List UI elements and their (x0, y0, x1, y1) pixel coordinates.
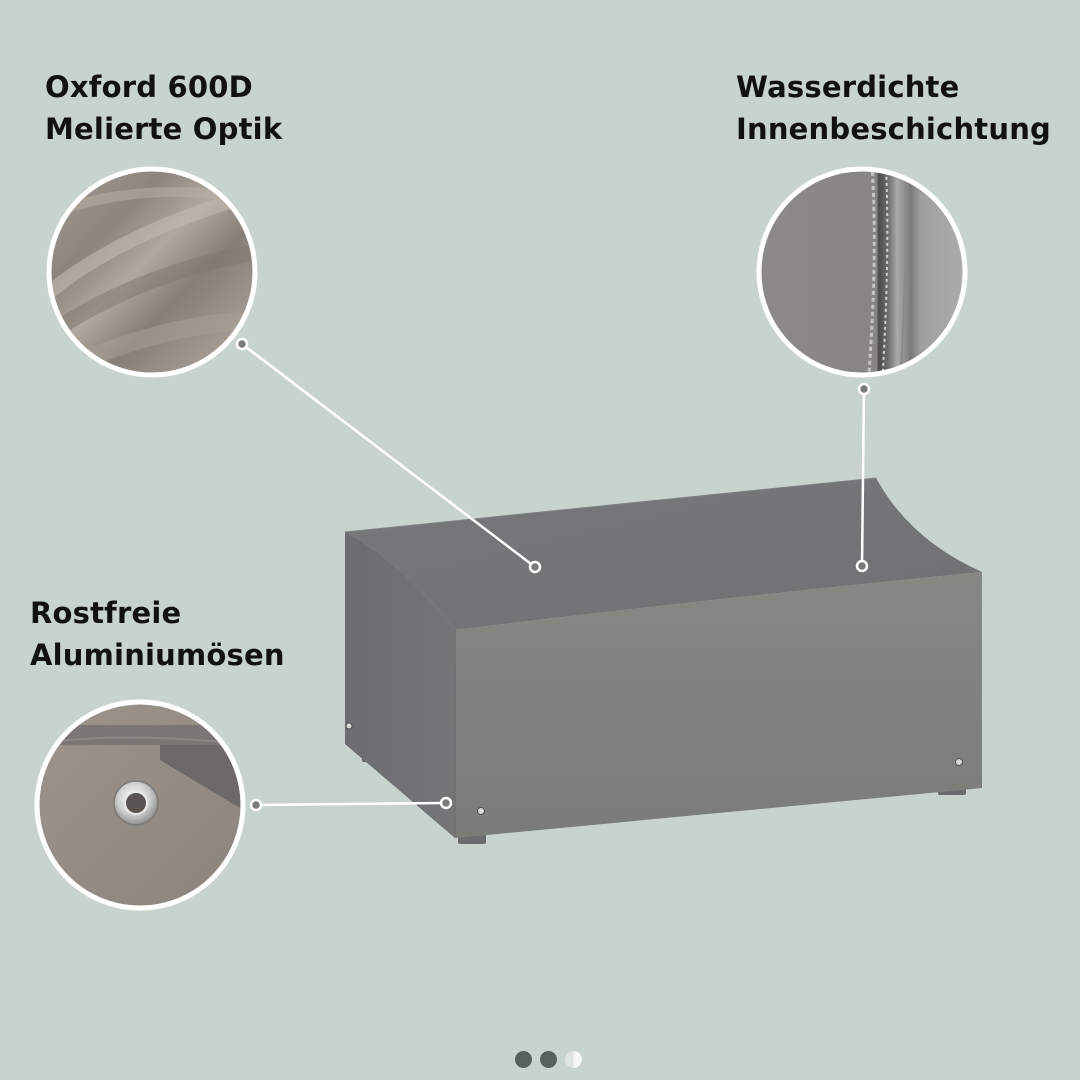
eyelet-callout-line (255, 801, 447, 807)
callout-lines (241, 343, 866, 807)
carousel-dot-2[interactable] (540, 1051, 557, 1068)
eyelet-target-dot (439, 796, 453, 810)
fabric-anchor-dot (235, 337, 249, 351)
fabric-target-dot (528, 560, 542, 574)
fabric-callout-line (241, 343, 536, 568)
furniture-cover (344, 477, 982, 844)
coating-feature-line2: Innenbeschichtung (736, 112, 1052, 146)
coating-feature-line1: Wasserdichte (736, 70, 960, 104)
cover-eyelet-icon (955, 758, 963, 766)
coating-callout-line (860, 388, 866, 567)
coating-feature-label: Wasserdichte Innenbeschichtung (736, 66, 1051, 150)
coating-anchor-dot (857, 382, 871, 396)
fabric-feature-label: Oxford 600D Melierte Optik (45, 66, 282, 150)
cover-side (345, 532, 455, 838)
cover-eyelet-icon (345, 722, 353, 730)
cover-front (455, 572, 982, 838)
seam-detail-icon (756, 166, 968, 378)
eyelet-anchor-dot (249, 798, 263, 812)
eyelet-icon (34, 699, 246, 911)
fabric-feature-line2: Melierte Optik (45, 112, 283, 146)
fabric-feature-line1: Oxford 600D (45, 70, 253, 104)
carousel-pagination (515, 1051, 582, 1068)
eyelet-feature-label: Rostfreie Aluminiumösen (30, 592, 285, 676)
eyelet-feature-line2: Aluminiumösen (30, 638, 285, 672)
coating-target-dot (855, 559, 869, 573)
carousel-dot-3[interactable] (565, 1051, 582, 1068)
carousel-dot-1[interactable] (515, 1051, 532, 1068)
cover-eyelet-icon (477, 807, 485, 815)
callout-anchors (235, 337, 871, 812)
fabric-texture-icon (46, 166, 258, 378)
eyelet-feature-line1: Rostfreie (30, 596, 182, 630)
